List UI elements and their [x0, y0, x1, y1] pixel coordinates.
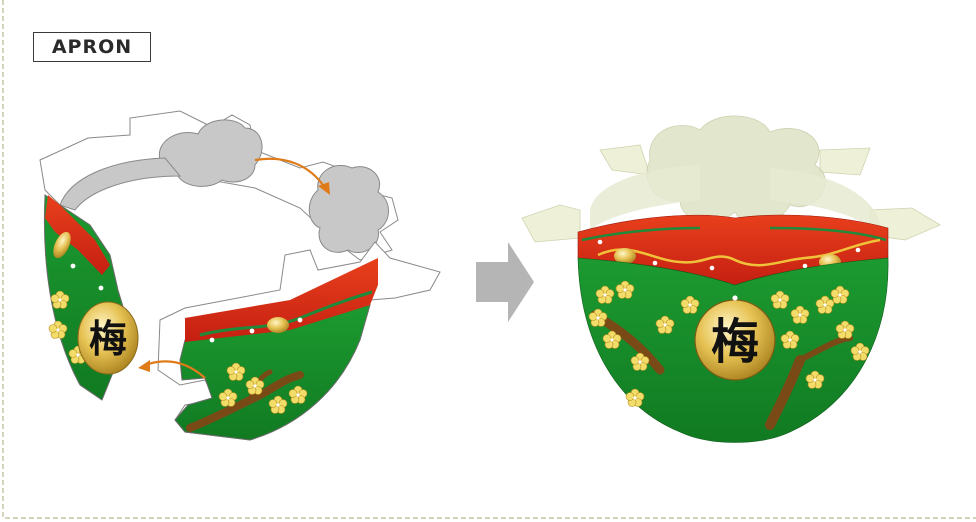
gray-right-arrow-icon	[476, 242, 534, 322]
kanji-left: 梅	[89, 316, 127, 361]
kanji-right: 梅	[711, 314, 759, 370]
apron-assembled: 梅	[522, 116, 940, 443]
template-left: 梅	[40, 111, 440, 440]
gray-cloud-2	[309, 165, 388, 252]
